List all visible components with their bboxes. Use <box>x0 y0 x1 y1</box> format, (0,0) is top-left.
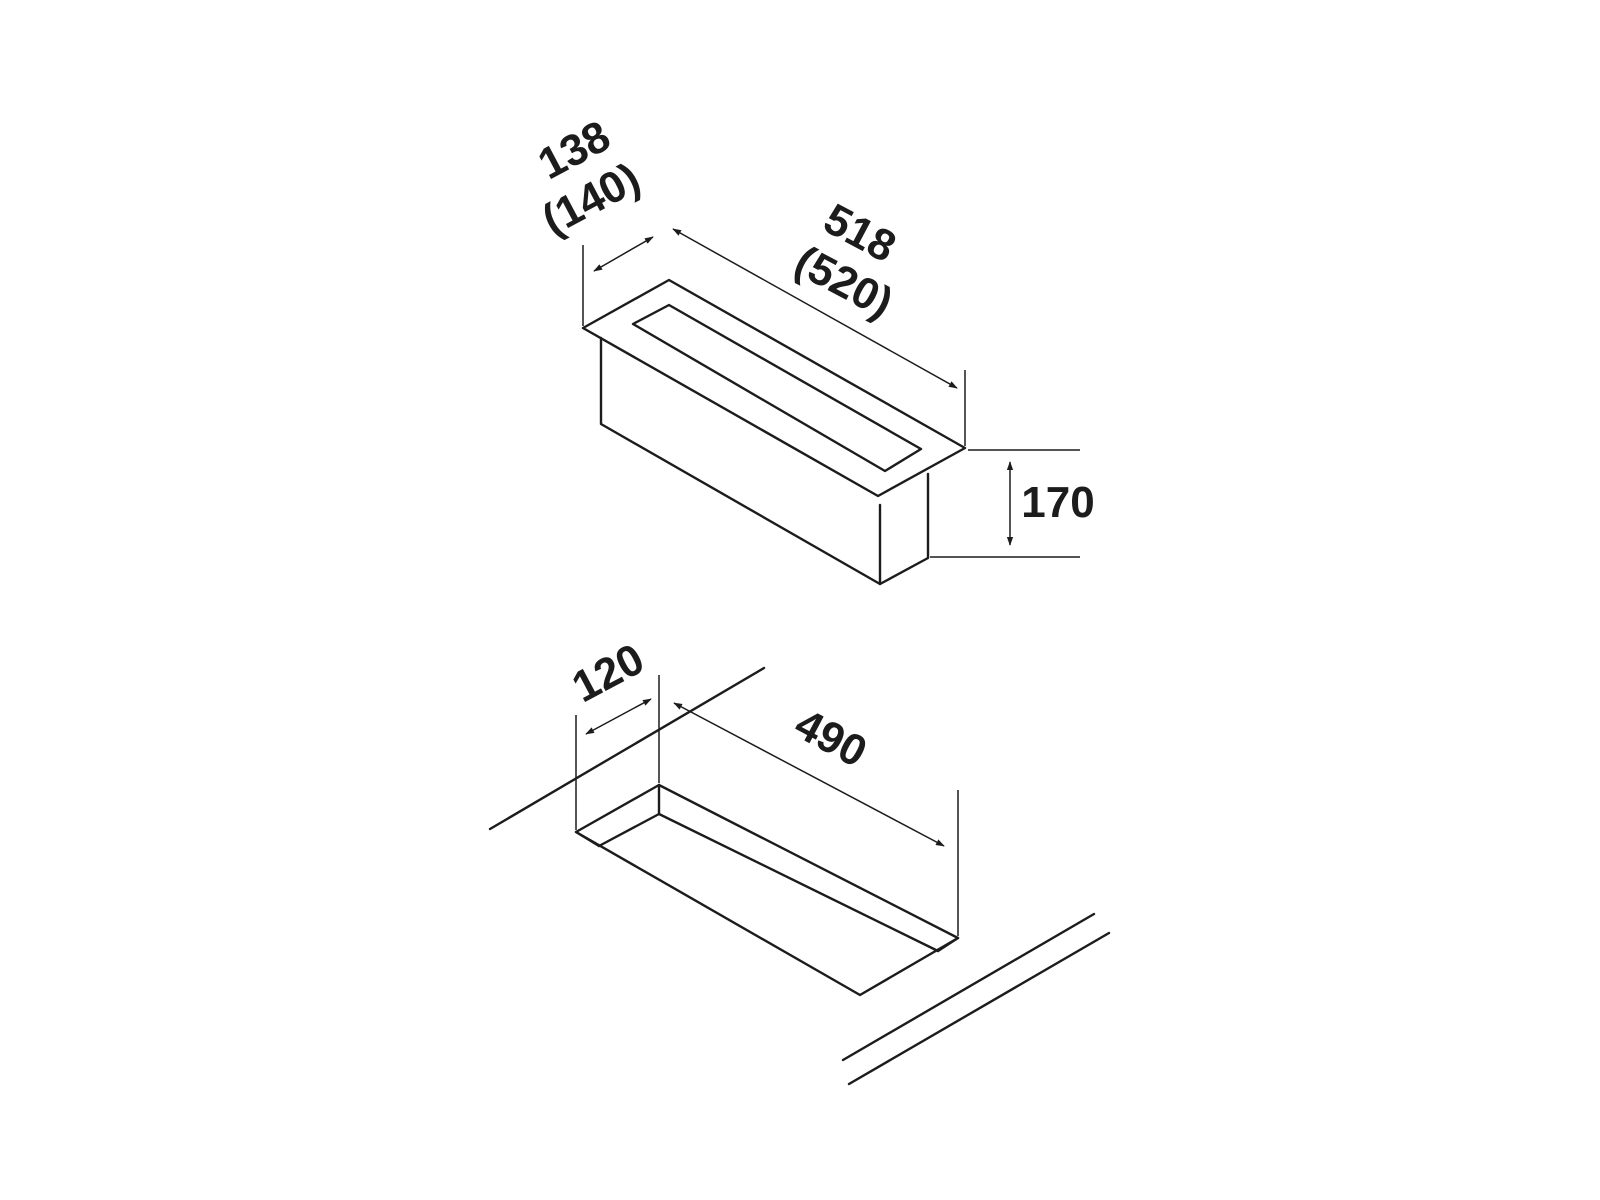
cutout-depth-dimension-arrow <box>585 698 652 735</box>
unit-drawing <box>581 278 967 586</box>
unit-body-right-edge <box>878 472 930 586</box>
cutout-drawing <box>488 666 1111 1086</box>
cutout-depth-label: 120 <box>564 634 652 712</box>
worktop-back-edge <box>488 666 766 831</box>
cutout-inner-corner-left <box>574 830 601 848</box>
cutout-length-label: 490 <box>787 699 875 777</box>
unit-length-dimension-arrow <box>672 228 958 389</box>
cutout-inner-corner-right <box>936 936 960 953</box>
unit-height-label: 170 <box>1021 478 1094 527</box>
unit-top-opening <box>631 303 923 473</box>
worktop-front-edge-inner <box>847 931 1111 1086</box>
unit-body-left-edge <box>599 336 882 586</box>
unit-top-frame <box>581 278 967 498</box>
cutout-inner-wall <box>597 812 940 953</box>
unit-dimensions: 138 (140) 518 (520) 170 <box>530 111 1095 558</box>
worktop-front-edge-outer <box>841 912 1096 1062</box>
cutout-length-dimension-arrow <box>673 702 945 847</box>
cutout-dimensions: 120 490 <box>564 634 959 936</box>
unit-depth-dimension-arrow <box>593 236 654 272</box>
cutout-opening <box>574 783 960 997</box>
